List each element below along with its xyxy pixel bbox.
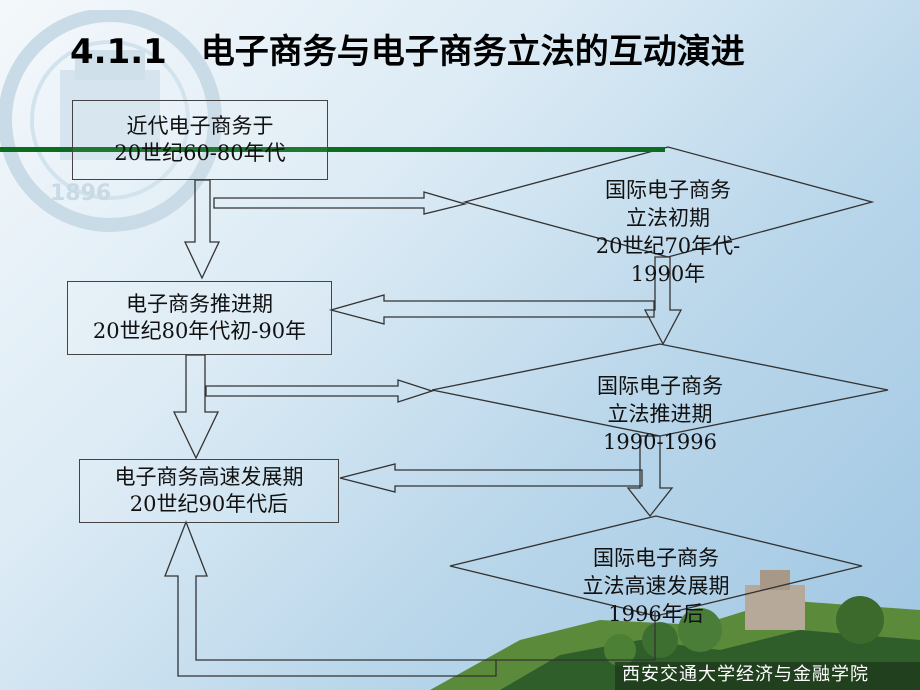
d3-line1: 国际电子商务: [593, 546, 719, 570]
d1-line1: 国际电子商务: [605, 178, 731, 202]
box-ecommerce-rapid: 电子商务高速发展期 20世纪90年代后: [79, 459, 339, 523]
diamond-d2: [431, 343, 889, 437]
diamond-d3: [449, 515, 863, 617]
arrow-d1-b2: [328, 294, 655, 325]
box-b1-line2: 20世纪60-80年代: [114, 141, 286, 165]
box-b3-line1: 电子商务高速发展期: [114, 465, 304, 489]
d1-line2: 立法初期: [626, 206, 710, 230]
box-modern-ecommerce: 近代电子商务于 20世纪60-80年代: [72, 100, 328, 180]
arrow-b1-b2: [183, 179, 221, 280]
d1-line3: 20世纪70年代-: [595, 234, 741, 258]
box-b3-line2: 20世纪90年代后: [129, 492, 289, 516]
connector-d3-loop: [496, 612, 656, 661]
box-b2-line1: 电子商务推进期: [126, 292, 273, 316]
diamond-d1: [462, 146, 875, 258]
arrow-d1-d2: [643, 256, 683, 346]
diamond-d1-text: 国际电子商务 立法初期 20世纪70年代- 1990年: [568, 176, 768, 288]
d1-line4: 1990年: [630, 262, 706, 286]
page-title: 4.1.1 电子商务与电子商务立法的互动演进: [70, 32, 745, 72]
arrow-d2-b3: [339, 463, 643, 493]
university-emblem-watermark: 1896: [0, 10, 222, 232]
arrow-b1-d1: [213, 191, 468, 215]
box-ecommerce-advance: 电子商务推进期 20世纪80年代初-90年: [67, 281, 332, 355]
d2-line1: 国际电子商务: [597, 374, 723, 398]
box-b2-line2: 20世纪80年代初-90年: [92, 319, 307, 343]
d2-line2: 立法推进期: [607, 402, 713, 426]
d3-line2: 立法高速发展期: [582, 574, 730, 598]
d2-line3: 1990-1996: [603, 430, 717, 454]
d3-line3: 1996年后: [608, 602, 704, 626]
arrow-up-b3: [164, 520, 497, 677]
diamond-d3-text: 国际电子商务 立法高速发展期 1996年后: [556, 544, 756, 628]
title-underline: [0, 147, 665, 152]
emblem-year: 1896: [50, 181, 111, 206]
arrow-b2-d2: [205, 379, 435, 403]
footer-institution: 西安交通大学经济与金融学院: [622, 664, 869, 685]
diamond-d2-text: 国际电子商务 立法推进期 1990-1996: [560, 372, 760, 456]
box-b1-line1: 近代电子商务于: [126, 114, 274, 138]
arrow-d2-d3: [626, 435, 674, 518]
arrow-b2-b3: [172, 354, 220, 460]
